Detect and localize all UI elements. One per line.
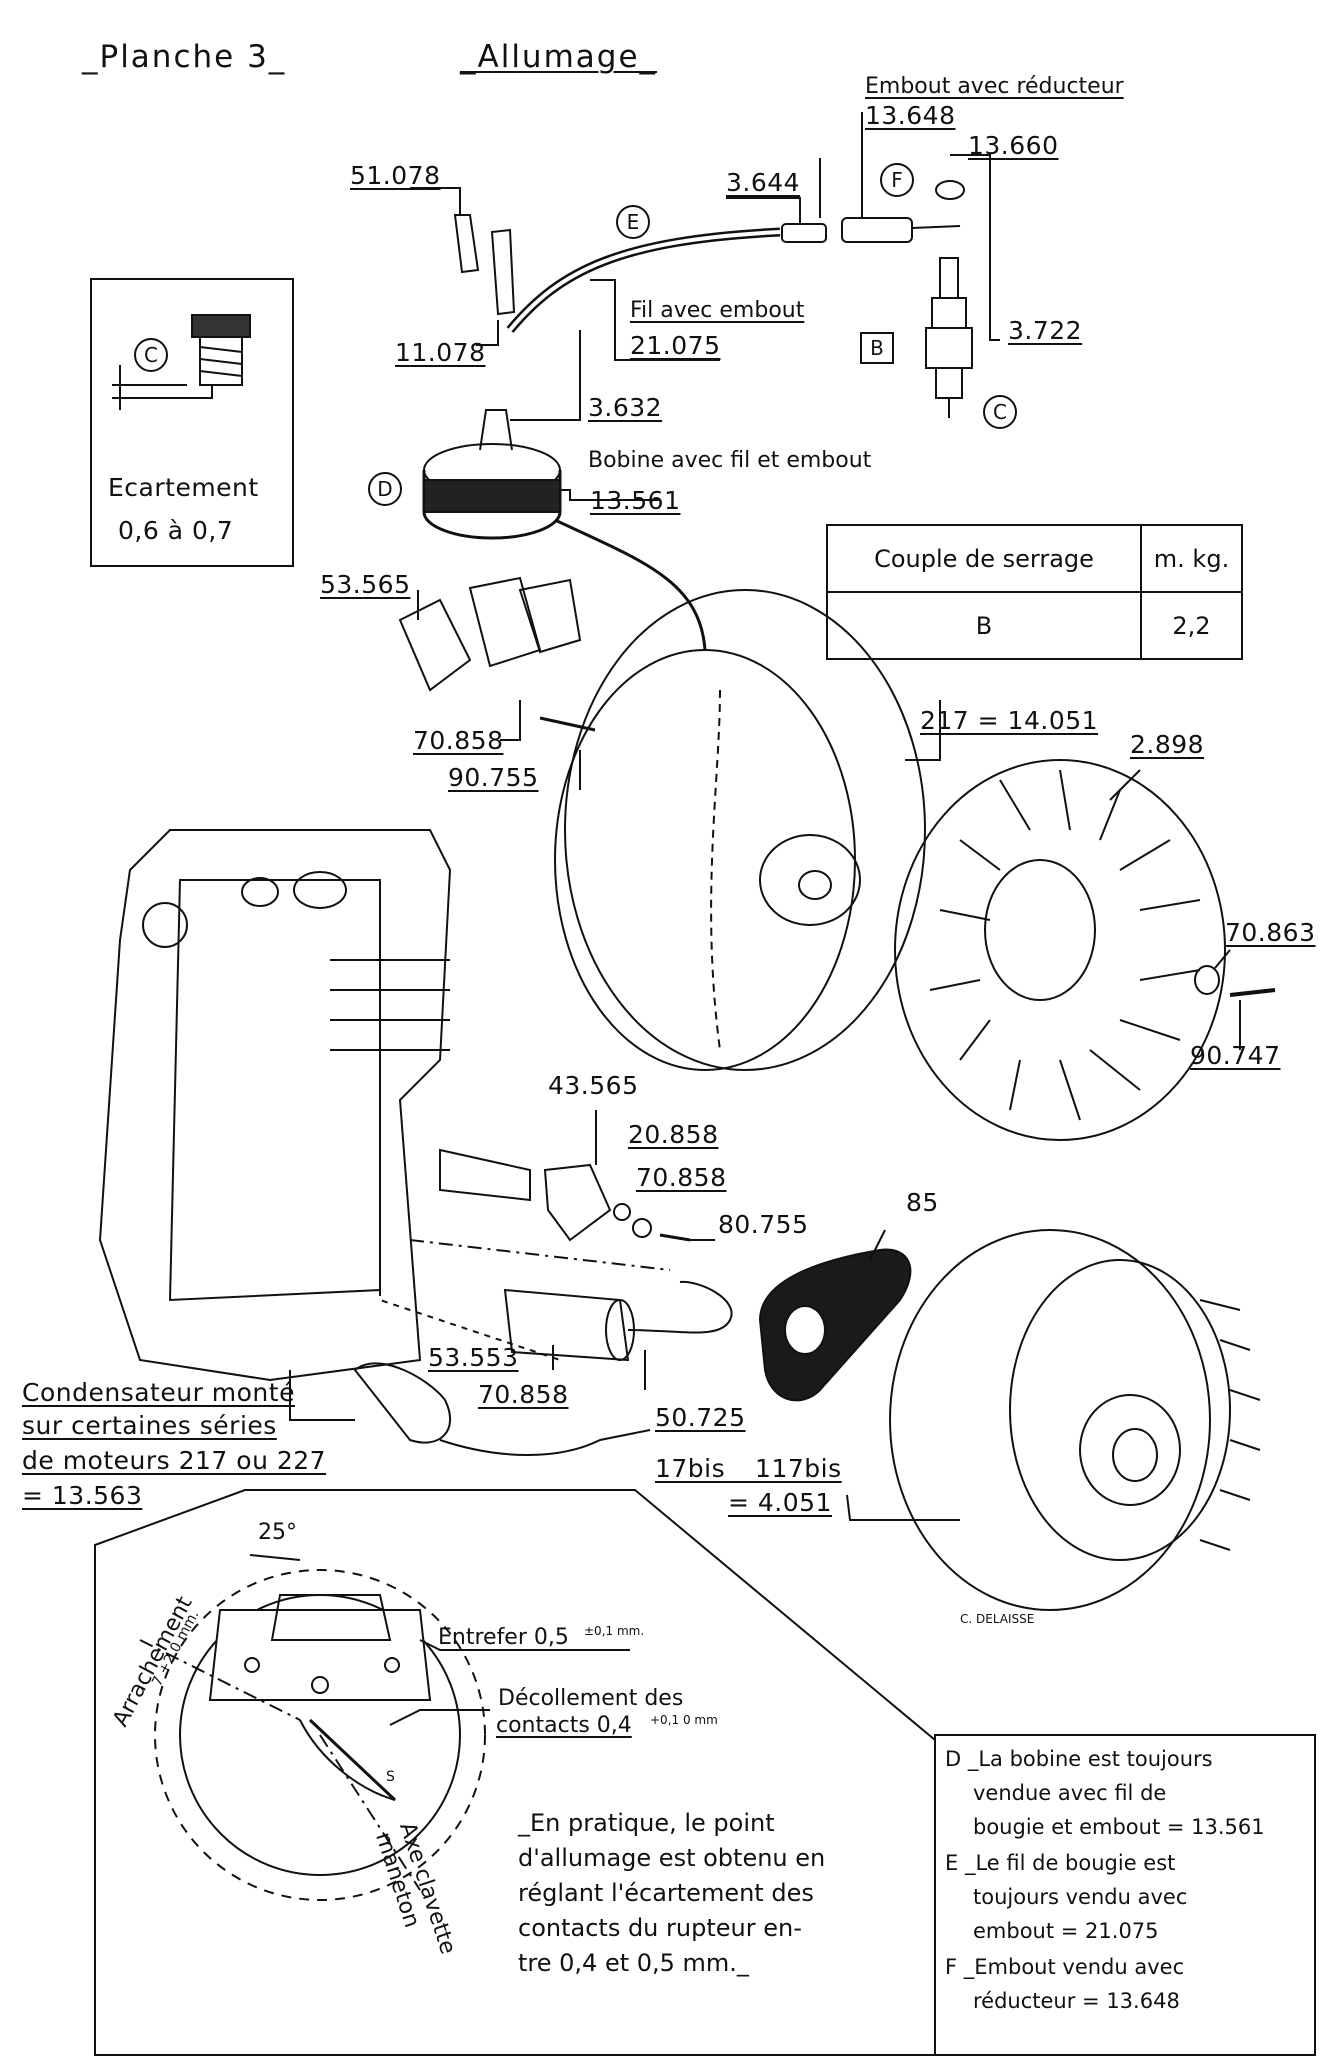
marker-c-gap: C: [134, 338, 168, 372]
legend-e-line: embout = 21.075: [973, 1919, 1159, 1943]
breaker-points: [543, 1163, 691, 1242]
torque-row-key: B: [826, 591, 1142, 660]
armature-53565: [398, 576, 582, 692]
timing-decollement-1: Décollement des: [498, 1686, 684, 1711]
condensateur-line1: Condensateur monté: [22, 1378, 295, 1407]
clip-51078: [453, 214, 480, 274]
optional-condenser: [353, 1362, 651, 1456]
callout-3722: 3.722: [1008, 316, 1083, 345]
legend-d: D _La bobine est toujours vendue avec fi…: [945, 1742, 1265, 1844]
callout-43565: 43.565: [548, 1071, 639, 1100]
legend-d-line: _La bobine est toujours: [967, 1747, 1213, 1771]
callout-70858-b: 70.858: [636, 1163, 727, 1192]
torque-table: Couple de serrage m. kg. B 2,2: [826, 524, 1243, 660]
callout-51078: 51.078: [350, 161, 441, 190]
callout-70863: 70.863: [1225, 918, 1316, 947]
condenser-unit: [503, 1280, 733, 1362]
condensateur-line3: de moteurs 217 ou 227: [22, 1446, 327, 1475]
timing-note-line: réglant l'écartement des: [518, 1879, 814, 1907]
marker-e: E: [616, 205, 650, 239]
plug-nut: [935, 180, 965, 200]
callout-53553: 53.553: [428, 1343, 519, 1372]
legend-f-line: réducteur = 13.648: [973, 1989, 1180, 2013]
timing-decollement-2: contacts 0,4: [496, 1713, 632, 1738]
callout-70858-a: 70.858: [413, 726, 504, 755]
marker-d: D: [368, 472, 402, 506]
torque-header-unit: m. kg.: [1140, 524, 1243, 593]
plug-electrode-icon: [112, 314, 251, 410]
timing-note-line: d'allumage est obtenu en: [518, 1844, 826, 1872]
section-title: _Allumage_: [460, 39, 658, 75]
timing-note-line: tre 0,4 et 0,5 mm._: [518, 1949, 749, 1977]
callout-117bis: 17bis _ 117bis: [655, 1454, 842, 1483]
legend-e-key: E: [945, 1851, 959, 1875]
marker-b: B: [860, 332, 894, 364]
callout-embout-reducteur: Embout avec réducteur: [865, 74, 1124, 99]
flywheel: [554, 589, 926, 1071]
legend-f-line: _Embout vendu avec: [963, 1955, 1185, 1979]
callout-3632: 3.632: [588, 393, 663, 422]
timing-note-line: contacts du rupteur en-: [518, 1914, 802, 1942]
callout-21075: 21.075: [630, 331, 721, 360]
callout-217-14051: 217 = 14.051: [920, 706, 1099, 735]
legend-box: [934, 1734, 1316, 2056]
artist-signature: C. DELAISSE: [960, 1612, 1035, 1626]
timing-entrefer: Entrefer 0,5: [438, 1625, 569, 1650]
terminal-3644: [781, 223, 827, 243]
callout-2898: 2.898: [1130, 730, 1205, 759]
ignition-coil: [422, 409, 562, 540]
shield-85: [758, 1248, 912, 1402]
condensateur-line2: sur certaines séries: [22, 1411, 277, 1440]
cooling-fan-2898: [894, 759, 1226, 1141]
engine-crankcase: [98, 829, 531, 1382]
legend-f: F _Embout vendu avec réducteur = 13.648: [945, 1950, 1184, 2018]
callout-bobine-label: Bobine avec fil et embout: [588, 448, 872, 473]
torque-header-label: Couple de serrage: [826, 524, 1142, 593]
callout-53565: 53.565: [320, 570, 411, 599]
timing-decollement-tol: +0,1 0 mm: [650, 1713, 718, 1727]
marker-f: F: [880, 163, 914, 197]
callout-13648: 13.648: [865, 101, 956, 130]
flywheel-117bis: [889, 1229, 1261, 1611]
gap-value: 0,6 à 0,7: [118, 516, 234, 545]
torque-row-value: 2,2: [1140, 591, 1243, 660]
legend-e: E _Le fil de bougie est toujours vendu a…: [945, 1846, 1187, 1948]
legend-d-key: D: [945, 1747, 962, 1771]
timing-note: _En pratique, le point d'allumage est ob…: [518, 1806, 825, 1981]
legend-e-line: _Le fil de bougie est: [964, 1851, 1176, 1875]
timing-angle: 25°: [258, 1520, 297, 1545]
timing-note-line: _En pratique, le point: [518, 1809, 775, 1837]
callout-90747: 90.747: [1190, 1041, 1281, 1070]
callout-70858-c: 70.858: [478, 1380, 569, 1409]
gap-box: C Ecartement 0,6 à 0,7: [90, 278, 294, 567]
legend-d-line: vendue avec fil de: [973, 1781, 1167, 1805]
callout-13561: 13.561: [590, 486, 681, 515]
legend-e-line: toujours vendu avec: [973, 1885, 1188, 1909]
reducer-embout: [841, 217, 913, 243]
callout-11078: 11.078: [395, 338, 486, 367]
callout-3644: 3.644: [726, 168, 801, 197]
marker-c-plug: C: [983, 395, 1017, 429]
spark-plug: [925, 257, 973, 418]
timing-entrefer-tol: ±0,1 mm.: [584, 1624, 645, 1638]
callout-85: 85: [906, 1188, 939, 1217]
callout-90755: 90.755: [448, 763, 539, 792]
callout-50725: 50.725: [655, 1403, 746, 1432]
callout-20858: 20.858: [628, 1120, 719, 1149]
clip-11078: [490, 228, 516, 316]
callout-13660: 13.660: [968, 131, 1059, 160]
timing-wheel: [139, 1554, 486, 1901]
condensateur-ref: = 13.563: [22, 1481, 143, 1510]
plate-title: _Planche 3_: [82, 39, 287, 75]
legend-f-key: F: [945, 1955, 958, 1979]
legend-d-line: bougie et embout = 13.561: [973, 1815, 1265, 1839]
callout-80755: 80.755: [718, 1210, 809, 1239]
callout-4051: = 4.051: [728, 1488, 832, 1517]
gap-title: Ecartement: [108, 473, 259, 502]
callout-fil-label: Fil avec embout: [630, 298, 805, 323]
timing-s-mark: S: [386, 1769, 395, 1785]
